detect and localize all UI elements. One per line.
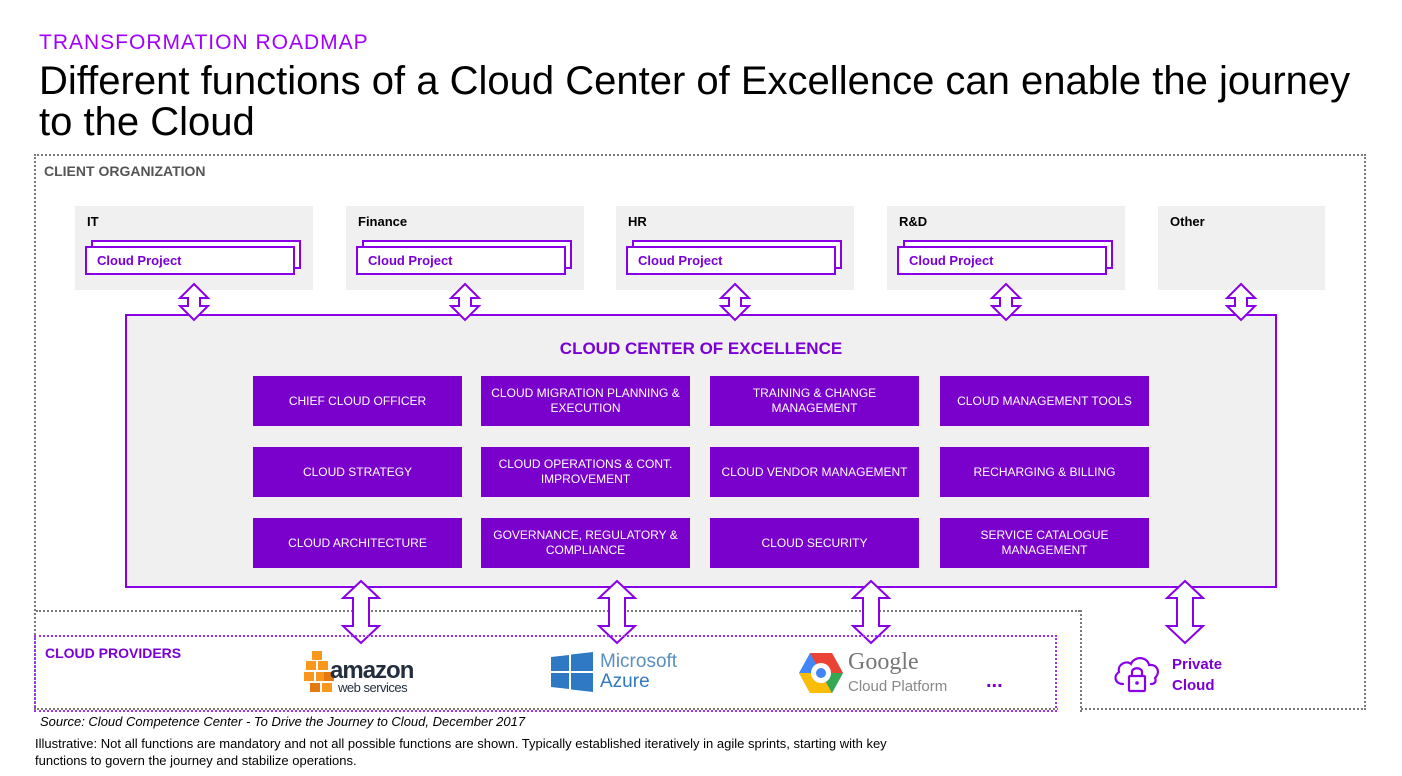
- frame-gap: [1058, 612, 1080, 712]
- google-logo-line2: Cloud Platform: [848, 678, 948, 695]
- cloud-project-card: Cloud Project: [85, 246, 295, 275]
- department-label: Other: [1170, 214, 1205, 229]
- department-finance: Finance Cloud Project: [346, 206, 584, 290]
- private-cloud-line2: Cloud: [1172, 677, 1215, 694]
- function-recharging-billing: RECHARGING & BILLING: [940, 447, 1149, 497]
- function-cloud-architecture: CLOUD ARCHITECTURE: [253, 518, 462, 568]
- cloud-project-card: Cloud Project: [897, 246, 1107, 275]
- illustrative-note: Illustrative: Not all functions are mand…: [35, 736, 887, 768]
- department-hr: HR Cloud Project: [616, 206, 854, 290]
- frame-divider-horizontal: [36, 610, 1080, 612]
- arrow-hr-coe: [720, 283, 750, 321]
- function-chief-cloud-officer: CHIEF CLOUD OFFICER: [253, 376, 462, 426]
- windows-icon: [551, 652, 593, 692]
- arrow-it-coe: [179, 283, 209, 321]
- arrow-other-coe: [1226, 283, 1256, 321]
- private-cloud-line1: Private: [1172, 656, 1223, 673]
- page-title: Different functions of a Cloud Center of…: [39, 59, 1351, 144]
- department-label: R&D: [899, 214, 928, 229]
- function-migration-planning: CLOUD MIGRATION PLANNING & EXECUTION: [481, 376, 690, 426]
- function-service-catalogue: SERVICE CATALOGUE MANAGEMENT: [940, 518, 1149, 568]
- arrow-coe-private: [1166, 580, 1204, 644]
- private-cloud-lock-icon: [1114, 657, 1159, 693]
- aws-logo-text: amazon: [330, 657, 414, 684]
- cloud-project-card: Cloud Project: [356, 246, 566, 275]
- function-operations: CLOUD OPERATIONS & CONT. IMPROVEMENT: [481, 447, 690, 497]
- coe-title: CLOUD CENTER OF EXCELLENCE: [559, 339, 843, 358]
- google-logo-line1: Google: [848, 649, 919, 675]
- cloud-providers-frame: [34, 635, 1057, 712]
- function-governance: GOVERNANCE, REGULATORY & COMPLIANCE: [481, 518, 690, 568]
- department-rd: R&D Cloud Project: [887, 206, 1125, 290]
- section-kicker: TRANSFORMATION ROADMAP: [39, 31, 369, 54]
- arrow-rd-coe: [991, 283, 1021, 321]
- frame-divider-vertical: [1080, 610, 1082, 712]
- google-cloud-hexagon-icon: [799, 653, 843, 693]
- arrow-coe-azure: [598, 580, 636, 644]
- function-training-change: TRAINING & CHANGE MANAGEMENT: [710, 376, 919, 426]
- arrow-finance-coe: [450, 283, 480, 321]
- client-organization-frame: [34, 154, 1366, 710]
- azure-logo-line1: Microsoft: [600, 651, 678, 672]
- department-other: Other: [1158, 206, 1325, 290]
- client-organization-label: CLIENT ORGANIZATION: [44, 163, 206, 179]
- function-cloud-strategy: CLOUD STRATEGY: [253, 447, 462, 497]
- arrow-coe-google: [852, 580, 890, 644]
- azure-logo-line2: Azure: [600, 671, 650, 692]
- function-management-tools: CLOUD MANAGEMENT TOOLS: [940, 376, 1149, 426]
- aws-cubes-icon: [304, 651, 334, 692]
- department-label: Finance: [358, 214, 408, 229]
- aws-logo-subtext: web services: [338, 680, 408, 695]
- function-cloud-security: CLOUD SECURITY: [710, 518, 919, 568]
- source-citation: Source: Cloud Competence Center - To Dri…: [40, 714, 526, 729]
- department-it: IT Cloud Project: [75, 206, 313, 290]
- more-providers: ...: [986, 670, 1003, 692]
- department-label: HR: [628, 214, 647, 229]
- private-cloud-label: Private Cloud: [1172, 654, 1222, 696]
- function-vendor-management: CLOUD VENDOR MANAGEMENT: [710, 447, 919, 497]
- cloud-providers-label: CLOUD PROVIDERS: [45, 645, 182, 661]
- cloud-project-card: Cloud Project: [626, 246, 836, 275]
- department-label: IT: [87, 214, 99, 229]
- arrow-coe-aws: [342, 580, 380, 644]
